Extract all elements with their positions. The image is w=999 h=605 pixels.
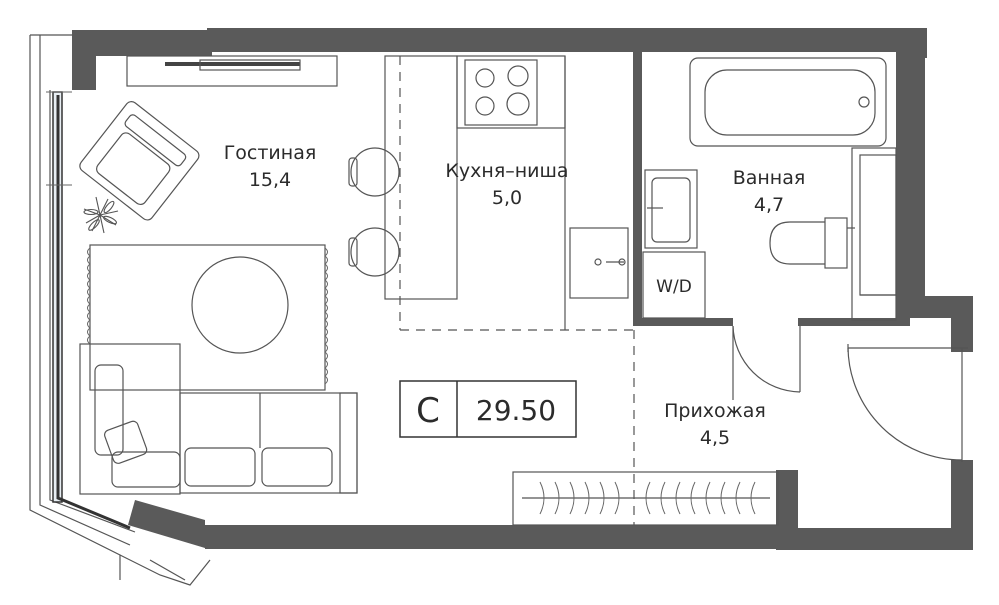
hallway-name: Прихожая — [664, 400, 766, 422]
kitchen-sink-icon — [569, 227, 629, 299]
living-room-area: 15,4 — [249, 169, 291, 191]
coffee-table — [191, 256, 289, 354]
partitions — [633, 52, 910, 326]
kitchen-area: 5,0 — [492, 187, 522, 209]
zone-lines — [399, 56, 635, 525]
hallway-area: 4,5 — [700, 427, 730, 449]
rug — [87, 244, 328, 391]
apartment-type: C — [416, 391, 440, 431]
sofa — [79, 343, 358, 495]
toilet-icon — [769, 217, 855, 269]
stove-icon — [464, 59, 538, 126]
living-room-name: Гостиная — [224, 142, 317, 164]
window-facade — [29, 34, 211, 586]
bar-counter — [348, 55, 458, 300]
armchair — [79, 101, 200, 221]
walls — [72, 28, 973, 550]
tv-unit — [126, 55, 338, 87]
bathroom-name: Ванная — [733, 167, 806, 189]
bathroom-sink — [644, 169, 698, 249]
total-area: 29.50 — [476, 394, 556, 427]
kitchen-counter — [456, 55, 629, 330]
bathtub — [689, 57, 887, 147]
washer-dryer-label: W/D — [656, 277, 692, 297]
entrance-door[interactable] — [847, 344, 968, 462]
towel-rack — [851, 147, 897, 321]
kitchen-name: Кухня–ниша — [445, 160, 568, 182]
bathroom-door[interactable] — [732, 325, 801, 400]
plant-icon — [83, 196, 119, 234]
wardrobe — [512, 471, 779, 526]
washer-dryer — [642, 251, 706, 319]
bathroom-area: 4,7 — [754, 194, 784, 216]
apartment-badge: C 29.50 — [399, 380, 577, 438]
